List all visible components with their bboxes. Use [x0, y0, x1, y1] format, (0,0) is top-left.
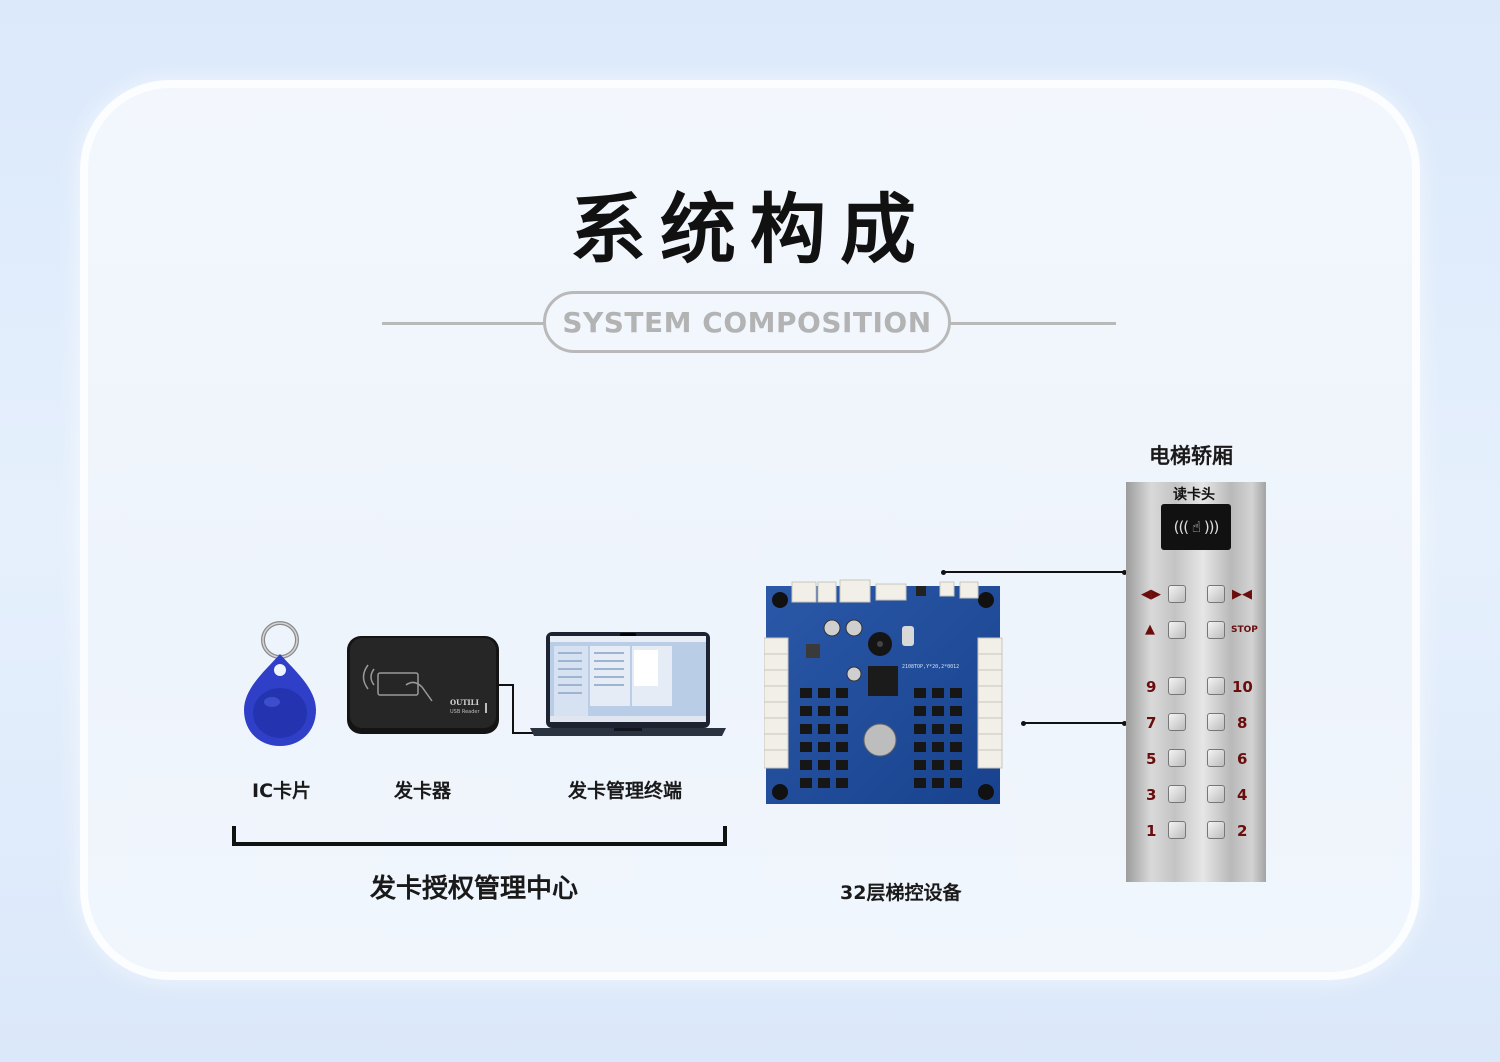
floor-label-left: 7 [1146, 714, 1157, 732]
door-open-icon: ◀▶ [1141, 587, 1161, 602]
ic-card-label: IC卡片 [252, 780, 312, 802]
wire-dot-reader-start [941, 570, 946, 575]
alarm-button[interactable] [1168, 621, 1186, 639]
laptop-terminal-image [530, 632, 726, 736]
floor-button-left[interactable] [1168, 677, 1186, 695]
floor-button-right[interactable] [1207, 785, 1225, 803]
subtitle-text: SYSTEM COMPOSITION [562, 305, 932, 339]
elevator-car-label: 电梯轿厢 [1149, 444, 1233, 468]
floor-label-left: 1 [1146, 822, 1157, 840]
ic-card-fob-image [244, 621, 316, 746]
issuer-model-text: USB Reader [450, 709, 480, 715]
door-close-icon: ▶◀ [1232, 587, 1252, 602]
card-issuer-label: 发卡器 [394, 780, 452, 802]
floor-label-left: 5 [1146, 750, 1157, 768]
subtitle-pill: SYSTEM COMPOSITION [543, 291, 951, 353]
issuer-brand-text: OUTILI [450, 698, 479, 707]
floor-button-right[interactable] [1207, 821, 1225, 839]
floor-label-left: 3 [1146, 786, 1157, 804]
wire-dot-panel-end [1122, 721, 1127, 726]
card-issuer-image: OUTILI USB Reader [347, 636, 499, 734]
alarm-bell-icon: ▲ [1145, 622, 1155, 637]
floor-label-right: 10 [1232, 678, 1253, 696]
door-open-button[interactable] [1168, 585, 1186, 603]
management-center-label: 发卡授权管理中心 [370, 874, 579, 904]
controller-label: 32层梯控设备 [840, 882, 962, 904]
stop-button[interactable] [1207, 621, 1225, 639]
card-reader-label: 读卡头 [1173, 487, 1215, 503]
floor-label-left: 9 [1146, 678, 1157, 696]
stop-label: STOP [1231, 625, 1258, 635]
floor-label-right: 2 [1237, 822, 1248, 840]
floor-label-right: 4 [1237, 786, 1248, 804]
floor-button-left[interactable] [1168, 821, 1186, 839]
floor-button-right[interactable] [1207, 749, 1225, 767]
issuer-cable-vertical [512, 684, 514, 734]
issuer-cable-bottom [512, 732, 534, 734]
floor-label-right: 8 [1237, 714, 1248, 732]
subtitle-line-left [382, 322, 544, 325]
board-marking-text: 2108TOP,Y*20,2*0012 [902, 664, 959, 670]
wire-dot-panel-start [1021, 721, 1026, 726]
subtitle-line-right [950, 322, 1116, 325]
floor-button-left[interactable] [1168, 785, 1186, 803]
panel-wire [1024, 722, 1126, 724]
controller-board-image: 2108TOP,Y*20,2*0012 [764, 579, 1003, 804]
floor-button-right[interactable] [1207, 677, 1225, 695]
wire-dot-reader-end [1122, 570, 1127, 575]
floor-label-right: 6 [1237, 750, 1248, 768]
card-reader-contactless-icon: ((( ☝ ))) [1161, 504, 1231, 550]
floor-button-left[interactable] [1168, 749, 1186, 767]
floor-button-left[interactable] [1168, 713, 1186, 731]
page-title: 系统构成 [570, 185, 930, 274]
issuer-cable [499, 684, 513, 686]
floor-button-right[interactable] [1207, 713, 1225, 731]
management-center-bracket [232, 826, 727, 846]
door-close-button[interactable] [1207, 585, 1225, 603]
reader-wire [944, 571, 1126, 573]
terminal-label: 发卡管理终端 [568, 780, 683, 802]
